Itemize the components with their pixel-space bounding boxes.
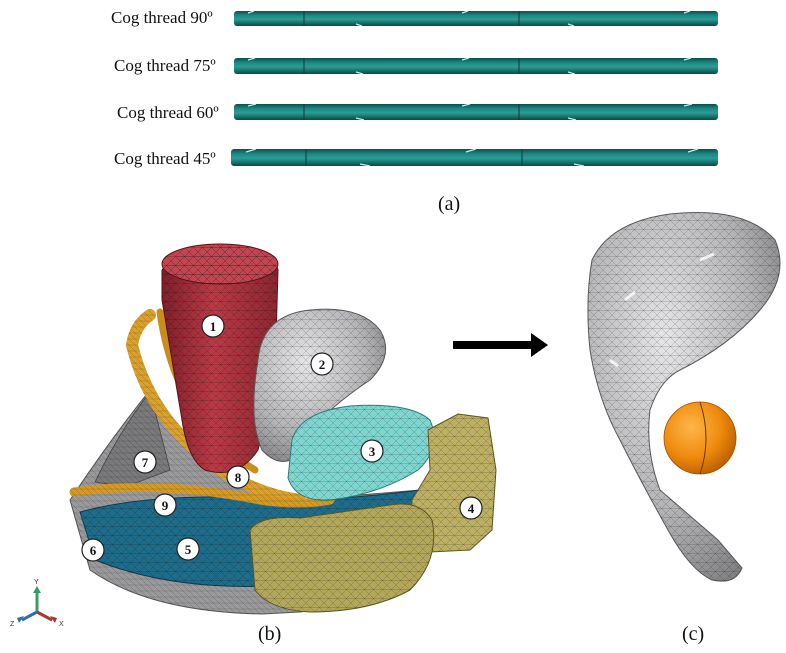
marker-8: 8 bbox=[226, 465, 250, 489]
thread-label-90: Cog thread 90º bbox=[111, 8, 213, 27]
axis-x-label: X bbox=[59, 621, 64, 628]
orange-ball bbox=[663, 401, 737, 475]
svg-text:6: 6 bbox=[90, 543, 97, 558]
svg-text:4: 4 bbox=[468, 501, 475, 516]
pelvic-model: 1 2 3 4 5 6 7 8 bbox=[69, 243, 497, 615]
thread-label-45: Cog thread 45º bbox=[114, 149, 216, 168]
svg-text:3: 3 bbox=[369, 444, 376, 459]
marker-7: 7 bbox=[133, 450, 157, 474]
panel-label-b: (b) bbox=[258, 623, 282, 645]
marker-6: 6 bbox=[81, 538, 105, 562]
svg-text:1: 1 bbox=[210, 319, 217, 334]
marker-2: 2 bbox=[310, 352, 334, 376]
marker-3: 3 bbox=[360, 439, 384, 463]
svg-text:2: 2 bbox=[319, 357, 326, 372]
axis-y-label: Y bbox=[34, 579, 39, 586]
svg-text:9: 9 bbox=[162, 498, 169, 513]
marker-5: 5 bbox=[176, 537, 200, 561]
svg-text:8: 8 bbox=[235, 470, 242, 485]
axis-triad-icon: Y Z X bbox=[10, 579, 64, 628]
svg-text:5: 5 bbox=[185, 542, 192, 557]
panel-label-a: (a) bbox=[438, 193, 461, 215]
isolated-bone bbox=[587, 211, 781, 582]
marker-1: 1 bbox=[201, 314, 225, 338]
cog-thread-75 bbox=[234, 57, 718, 75]
right-arrow-icon bbox=[453, 333, 548, 357]
axis-z-label: Z bbox=[10, 621, 15, 628]
svg-text:7: 7 bbox=[142, 455, 149, 470]
thread-label-75: Cog thread 75º bbox=[114, 56, 216, 75]
marker-9: 9 bbox=[153, 493, 177, 517]
panel-label-c: (c) bbox=[682, 623, 705, 645]
cog-thread-90 bbox=[234, 10, 718, 27]
marker-4: 4 bbox=[459, 496, 483, 520]
cog-thread-45 bbox=[231, 148, 718, 167]
cog-thread-60 bbox=[234, 103, 718, 121]
thread-label-60: Cog thread 60º bbox=[117, 103, 219, 122]
